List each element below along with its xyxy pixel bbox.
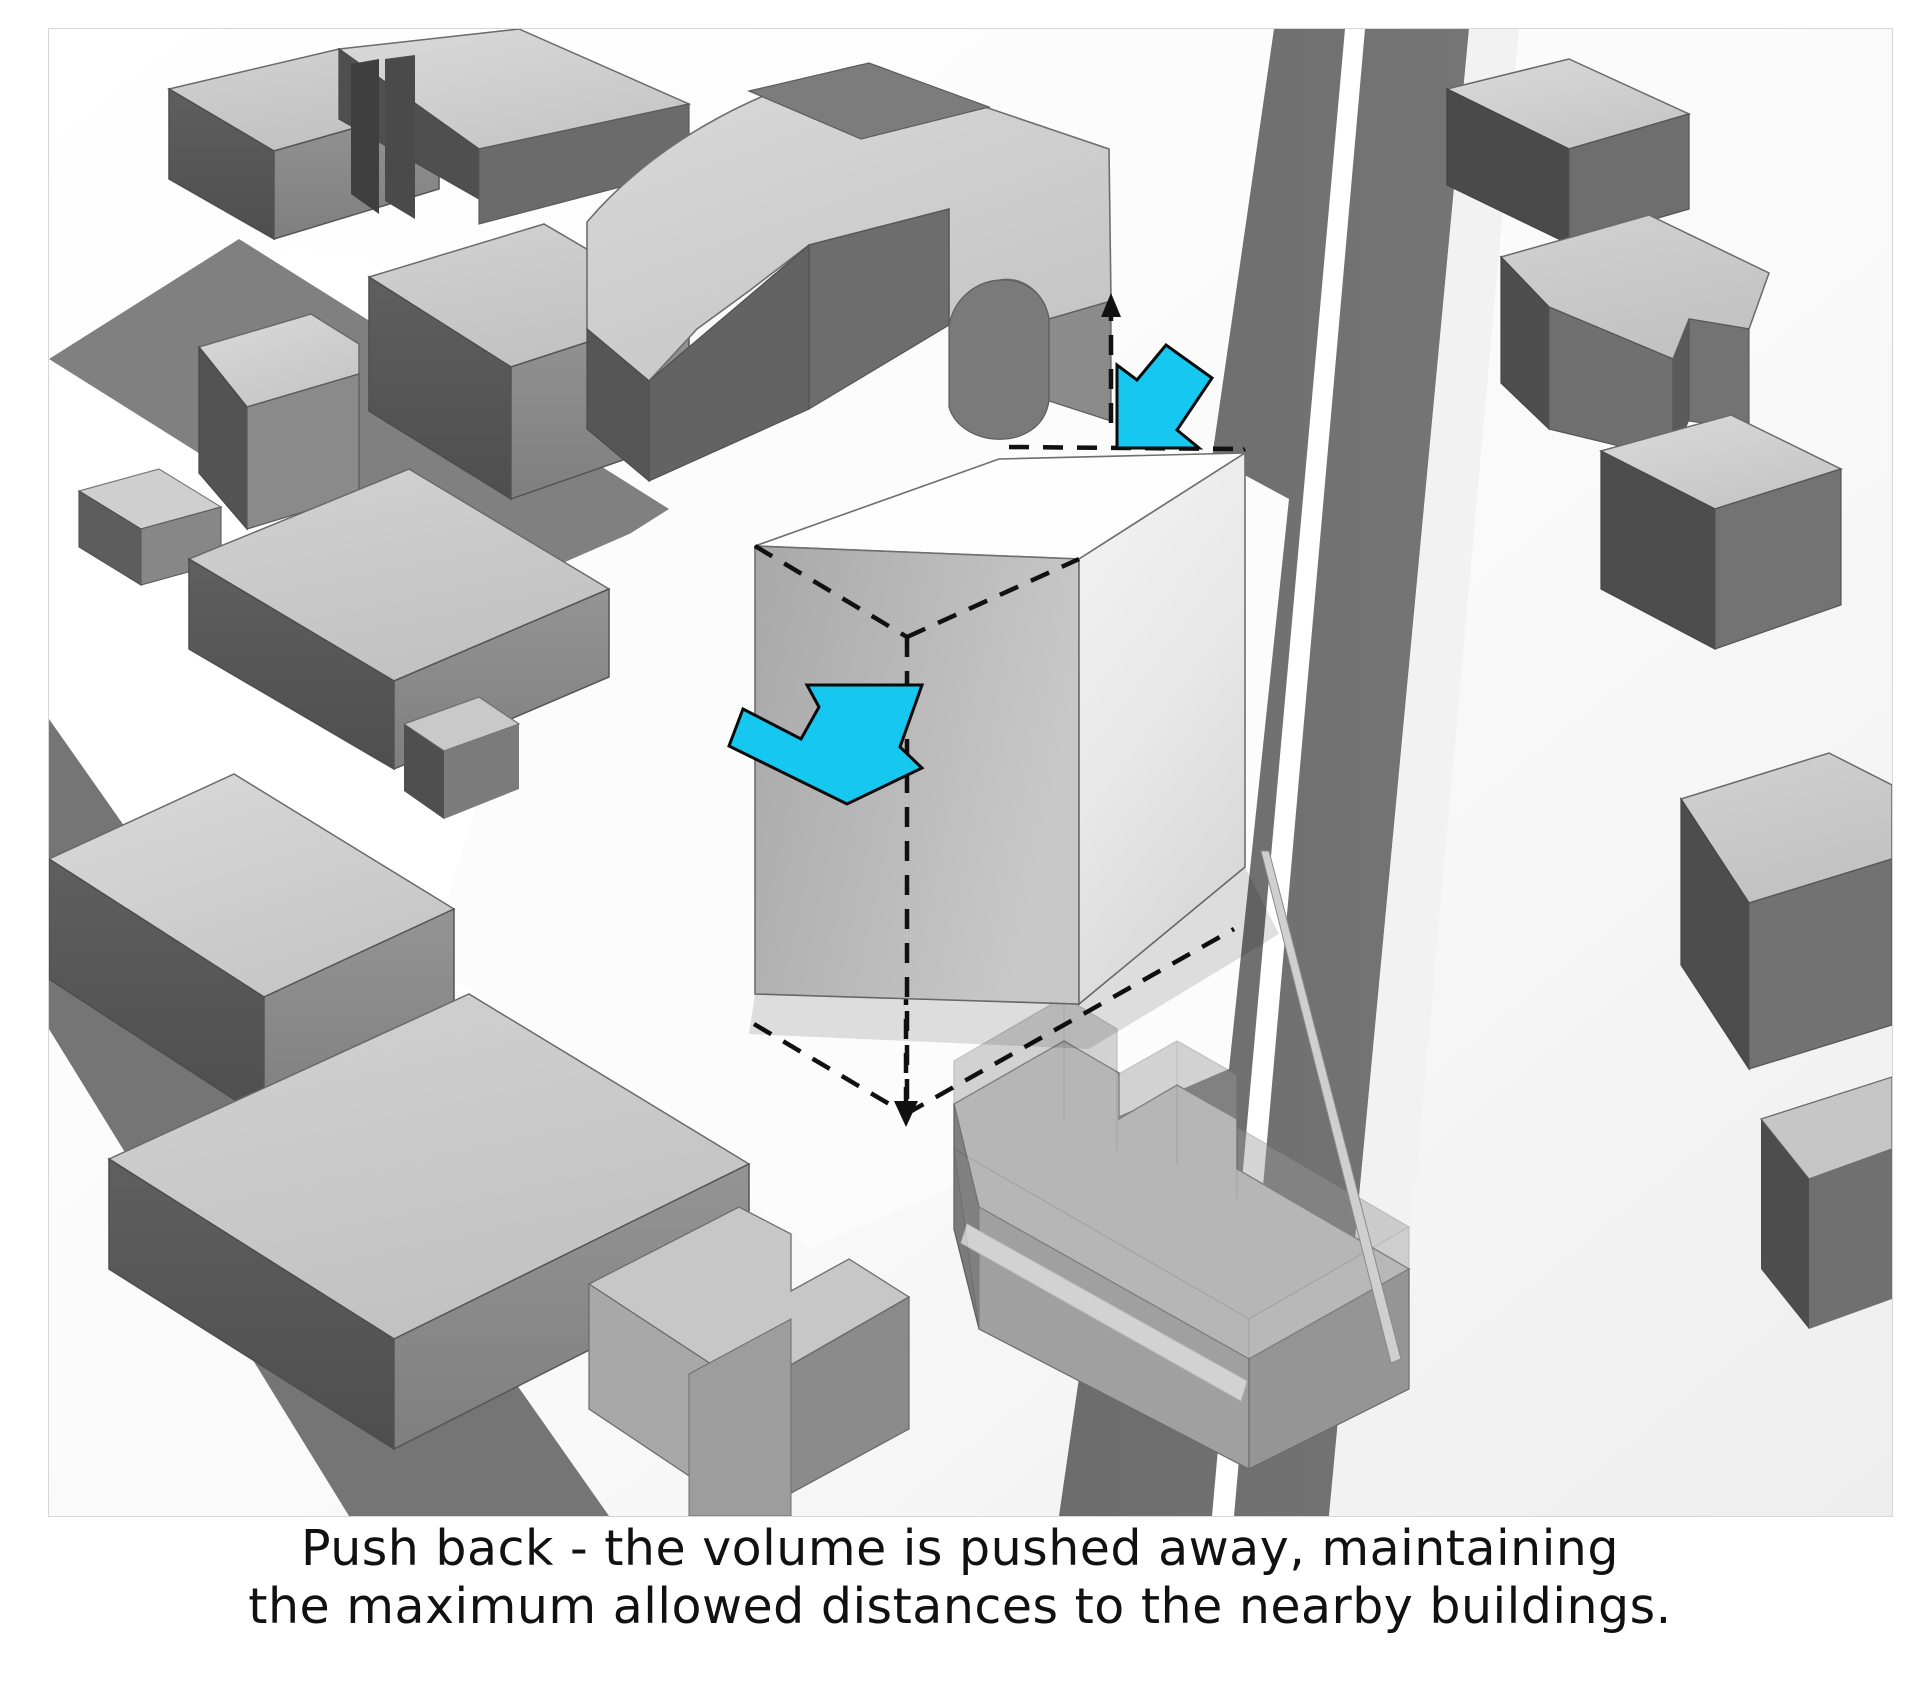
neighbour-wall-right: [1248, 1267, 1410, 1470]
road-kerb-right: [1329, 29, 1519, 1516]
context-buildings-right: [1444, 58, 1892, 1329]
volume-right-face: [1078, 451, 1246, 1006]
proposed-volume: [754, 451, 1248, 1006]
curved-neighbour-building: [586, 62, 1112, 483]
push-arrow-upper: [1115, 342, 1215, 450]
caption-line-2: the maximum allowed distances to the nea…: [248, 1578, 1672, 1635]
transparent-neighbour-building: [953, 850, 1411, 1470]
push-arrow-on-volume: [727, 683, 925, 806]
volume-shadow: [749, 867, 1279, 1049]
mast-pole: [1260, 850, 1402, 1364]
context-buildings-left: [49, 29, 751, 1451]
arrow-volume-shape: [727, 683, 925, 806]
axonometric-scene: [49, 29, 1892, 1516]
building-block: [402, 696, 521, 819]
building-block: [1499, 214, 1770, 460]
caption-line-1: Push back - the volume is pushed away, m…: [301, 1520, 1619, 1577]
kerb-strip: [960, 1223, 1248, 1402]
building-block: [1598, 414, 1844, 650]
building-block: [77, 468, 223, 586]
main-road-centre-line: [1212, 29, 1365, 1516]
figure-frame: [48, 28, 1893, 1517]
arrowhead-up: [1101, 293, 1121, 317]
building-block: [1444, 58, 1692, 246]
building-block: [1679, 752, 1892, 1072]
building-block: [197, 313, 360, 531]
building-block: [107, 993, 751, 1451]
building-block: [1759, 1076, 1892, 1329]
building-block: [688, 1318, 792, 1516]
ghost-on-face-left: [753, 544, 909, 639]
context-buildings-bottom: [587, 1206, 911, 1516]
scene-svg: [49, 29, 1892, 1516]
figure-caption: Push back - the volume is pushed away, m…: [0, 1520, 1920, 1636]
ghost-volume: [953, 996, 1411, 1470]
ghost-ground-right: [904, 927, 1236, 1116]
building-block: [351, 55, 415, 219]
arrow-upper-shape: [1115, 342, 1215, 450]
ghost-ground-left: [752, 1022, 908, 1116]
